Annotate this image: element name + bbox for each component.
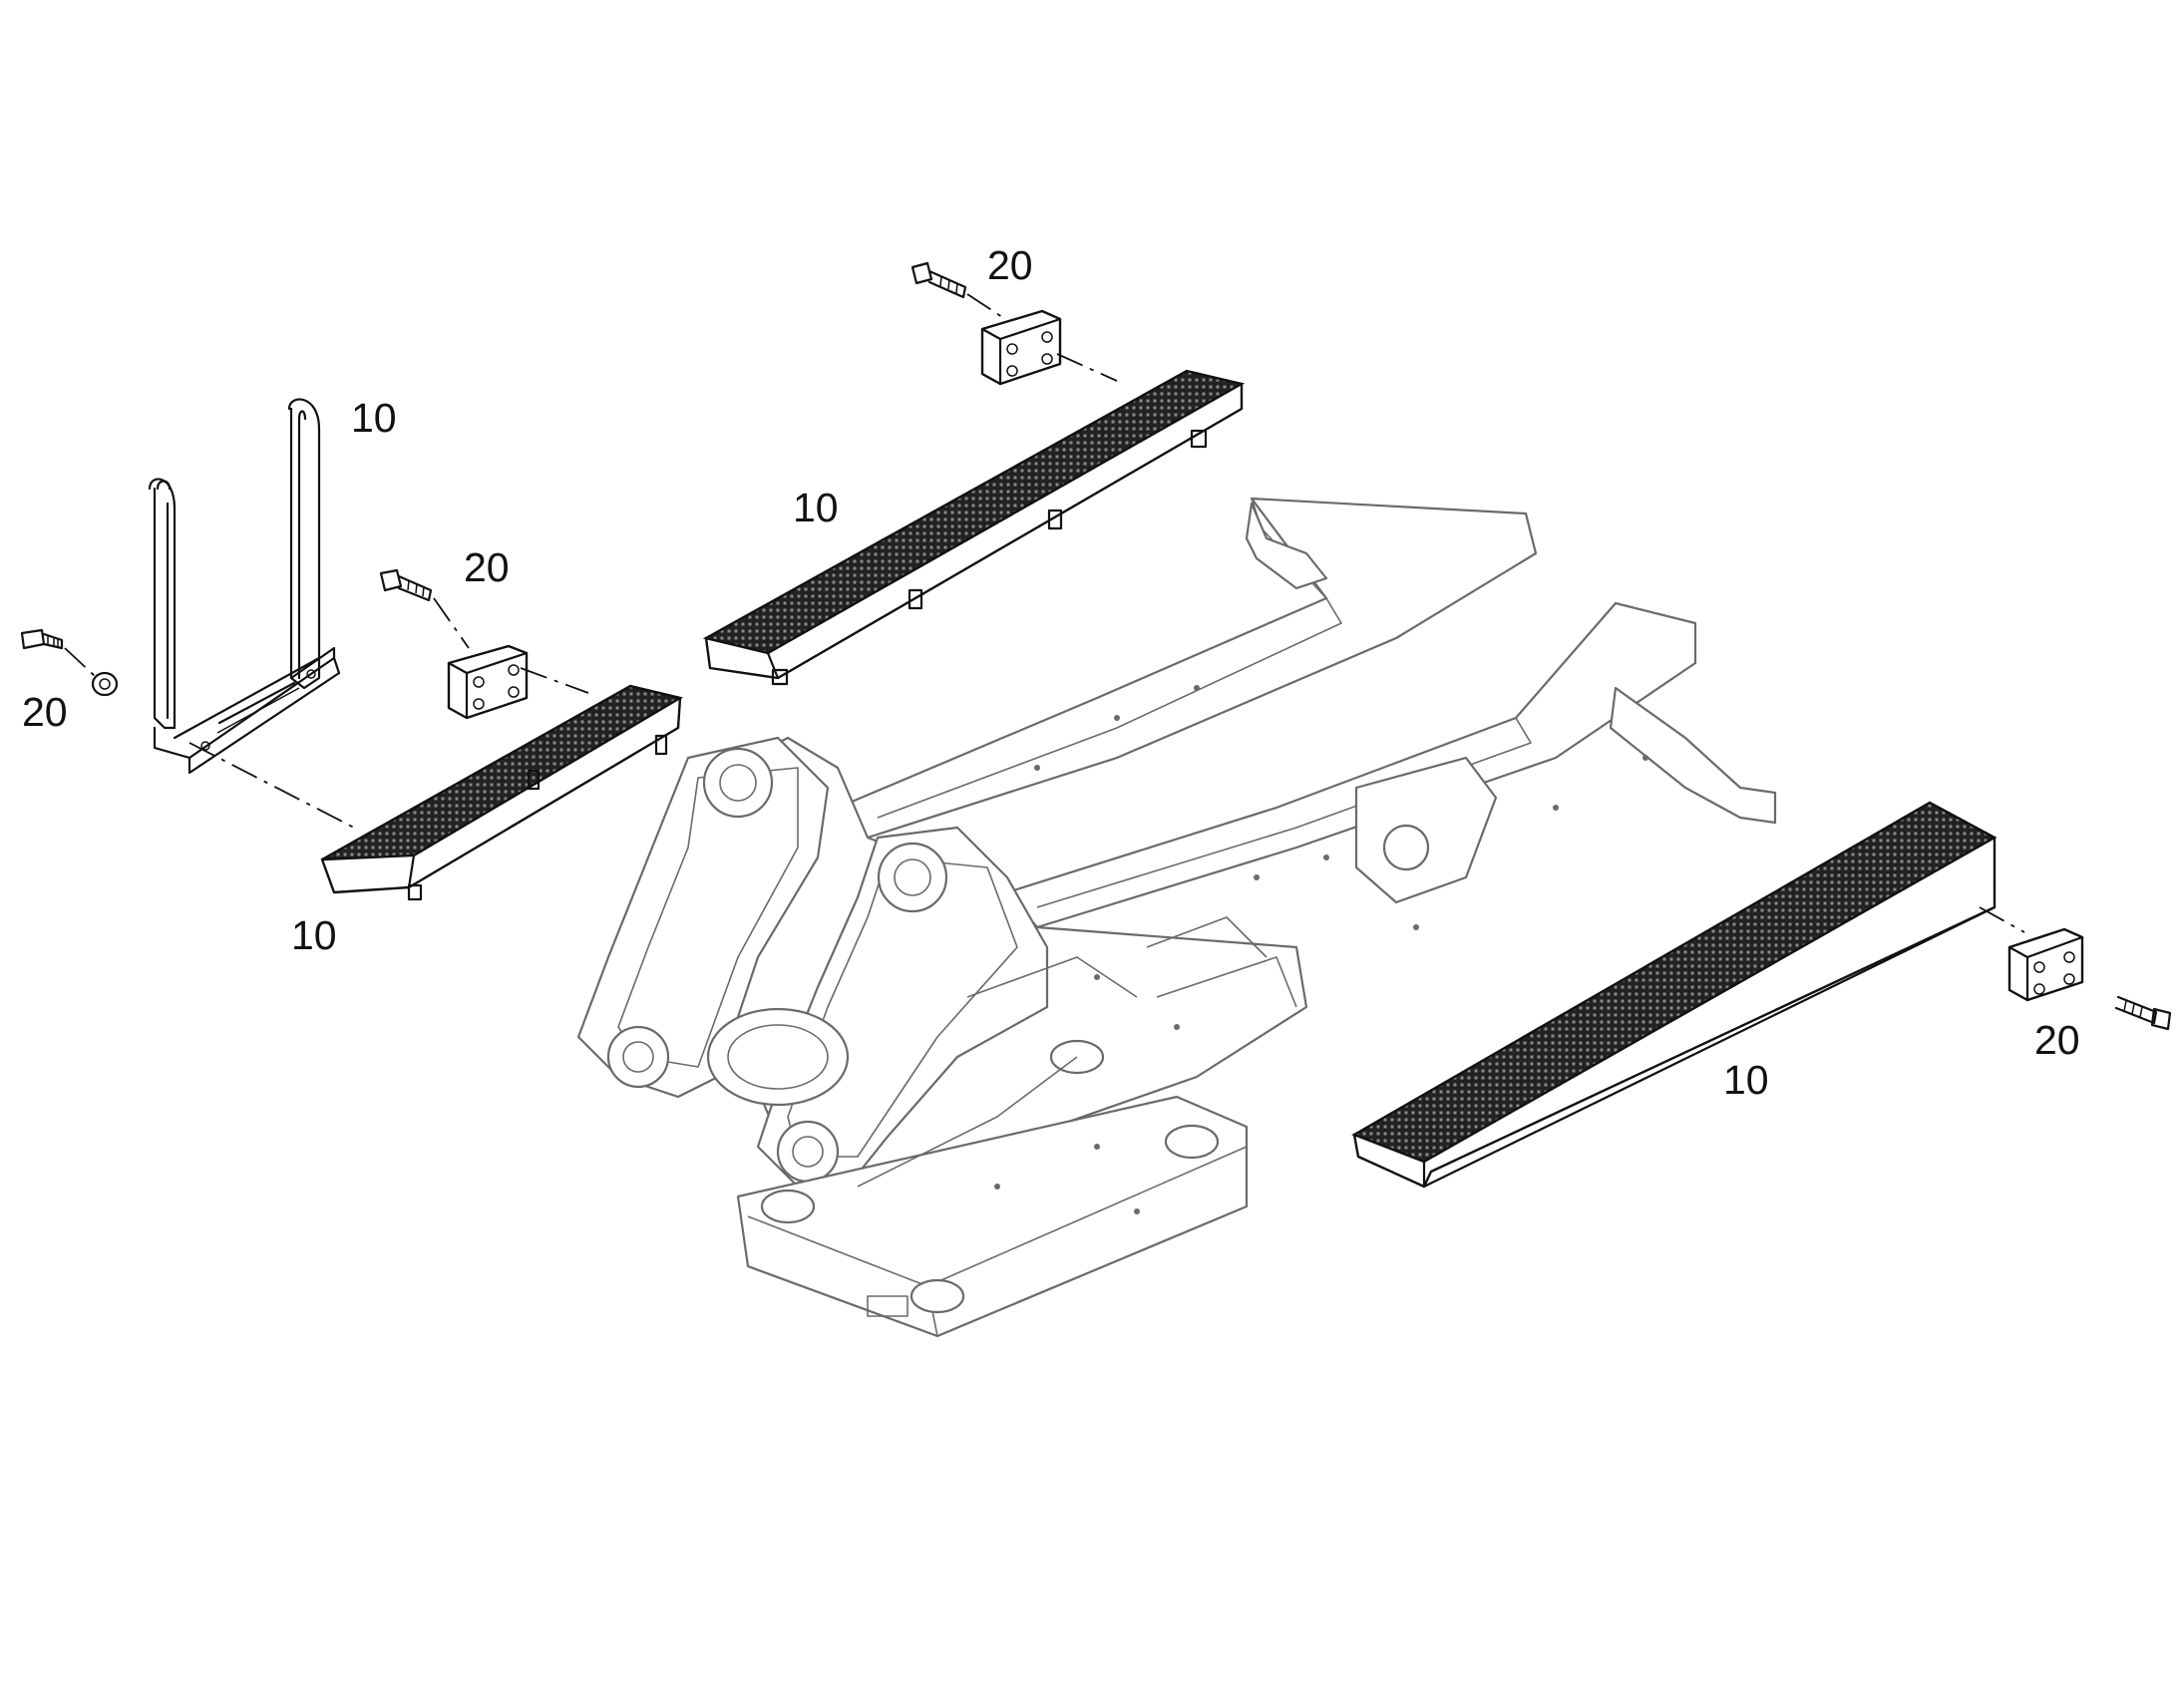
ladder-rail <box>20 398 341 775</box>
callout-step-top-10: 10 <box>793 485 839 530</box>
callout-plate-left-20: 20 <box>464 544 510 590</box>
callout-step-right-10: 10 <box>1723 1057 1769 1103</box>
mount-plate-right <box>2007 927 2172 1031</box>
step-top <box>702 369 1246 686</box>
callout-plate-top-20: 20 <box>987 242 1033 288</box>
step-left <box>320 684 684 901</box>
mount-plate-top <box>910 261 1062 386</box>
callout-rail-10: 10 <box>351 395 397 441</box>
undercarriage-frame <box>576 497 1777 1338</box>
callout-plate-right-20: 20 <box>2034 1017 2080 1063</box>
callout-step-left-10: 10 <box>291 912 337 958</box>
step-right <box>1351 801 1998 1189</box>
mount-plate-left <box>379 568 529 720</box>
callout-bolt-left-20: 20 <box>22 689 68 735</box>
